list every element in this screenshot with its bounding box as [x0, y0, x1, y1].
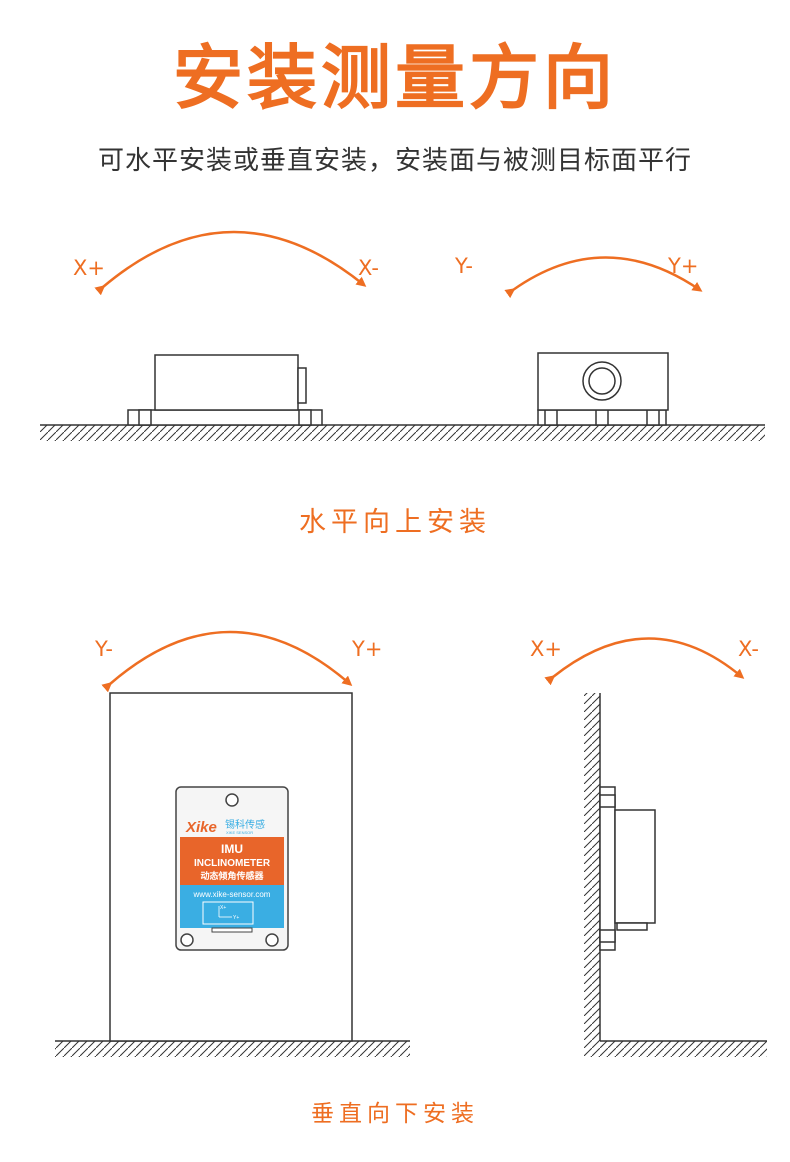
device-brand-cn: 锡科传感: [225, 818, 265, 831]
device-axis-y: Y+: [233, 915, 239, 921]
page-subtitle: 可水平安装或垂直安装，安装面与被测目标面平行: [97, 146, 692, 176]
vertical-mount-label: 垂直向下安装: [311, 1101, 479, 1127]
axis-label-y-minus: Y-: [454, 254, 473, 278]
sensor-end-view: [537, 352, 669, 426]
device-brand-en: XIKE SENSOR: [226, 830, 253, 835]
device-website: www.xike-sensor.com: [193, 890, 271, 899]
ground-hatch-left: [55, 1041, 410, 1057]
x-rotation-arc: [94, 230, 367, 296]
ground-hatch: [40, 425, 765, 441]
device-model: IMU: [221, 842, 243, 856]
device-brand: Xike: [185, 819, 217, 836]
axis-label-x-minus: X-: [358, 256, 379, 280]
axis-label-y-plus-vertical: Y+: [351, 637, 382, 661]
wall-hatch: [584, 693, 600, 1041]
axis-label-y-minus-vertical: Y-: [94, 637, 113, 661]
sensor-side-view: [127, 354, 323, 426]
y-rotation-arc-vertical: [101, 630, 353, 693]
y-rotation-arc: [504, 256, 703, 299]
sensor-side-view-vertical: [599, 786, 656, 951]
device-type-cn: 动态倾角传感器: [200, 870, 264, 881]
sensor-front-view: Xike 锡科传感 XIKE SENSOR IMU INCLINOMETER 动…: [175, 786, 289, 951]
x-rotation-arc-vertical: [544, 637, 745, 686]
horizontal-mount-label: 水平向上安装: [299, 507, 491, 538]
axis-label-x-minus-vertical: X-: [738, 637, 759, 661]
axis-label-x-plus: X+: [73, 256, 105, 280]
axis-label-y-plus: Y+: [667, 254, 698, 278]
vertical-mount-diagram: Y- Y+ X+ X- Xike 锡科传感 XIKE SENSOR IMU IN…: [55, 630, 767, 1057]
axis-label-x-plus-vertical: X+: [530, 637, 562, 661]
horizontal-mount-diagram: X+ X- Y- Y+: [40, 230, 765, 441]
ground-hatch-right: [584, 1041, 767, 1057]
page-title: 安装测量方向: [173, 37, 617, 119]
device-axis-x: X+: [220, 905, 226, 911]
device-type: INCLINOMETER: [194, 858, 271, 869]
